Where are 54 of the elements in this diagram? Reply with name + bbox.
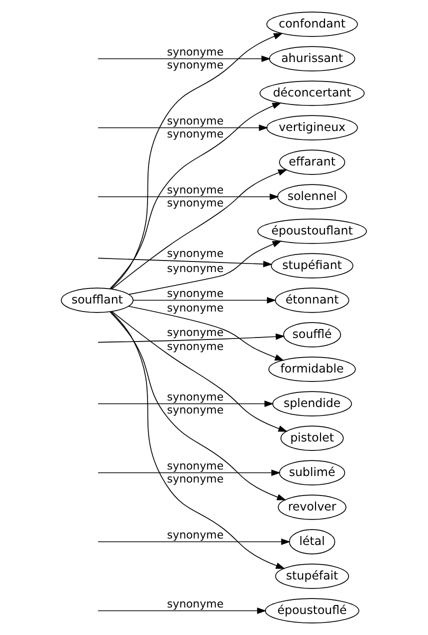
edge-label: synonyme [167,127,224,140]
arrow [110,32,283,290]
node-ellipse: effarant [279,150,346,175]
edge-label: synonyme [167,184,224,197]
arrow [98,608,266,614]
node-ellipse: soufflé [283,322,342,348]
edge-label: synonyme [167,472,224,486]
node-ellipse: solennel [277,184,347,210]
edge-label: synonyme [167,403,224,416]
arrow [98,400,274,407]
node-ellipse: époustouflé [264,598,360,624]
edge-label: synonyme [167,46,224,59]
edge-label: synonyme [167,390,224,404]
node-ellipse: formidable [268,356,356,382]
edge-label: synonyme [167,302,224,315]
node-ellipse: époustouflant [257,218,367,244]
arrow [110,311,286,569]
arrow [98,470,281,476]
arrow [98,124,268,131]
arrow [110,102,282,289]
arrow [98,258,272,268]
node-ellipse: ahurissant [269,46,356,72]
node-ellipse: étonnant [274,288,350,313]
node-ellipse: vertigineux [266,115,358,140]
arrow [128,240,282,295]
edge-label: synonyme [167,58,224,72]
arrow [98,194,279,200]
edge-label: synonyme [167,246,224,260]
node-ellipse: sublimé [279,460,346,486]
node-ellipse: stupéfiant [270,253,354,278]
node-ellipse: soufflant [60,288,134,313]
node-ellipse: pistolet [280,426,344,451]
edge-label: synonyme [167,114,224,128]
edge-label: synonyme [167,340,224,354]
arrow [98,538,290,545]
arrow [112,169,288,290]
node-ellipse: létal [288,529,336,554]
arrow [128,306,284,361]
node-ellipse: revolver [278,494,346,520]
edge-label: synonyme [167,196,224,210]
arrow [98,56,271,62]
edge-label: synonyme [167,326,224,339]
edge-label: synonyme [167,528,224,542]
arrow [110,312,286,500]
node-ellipse: déconcertant [260,80,365,106]
node-ellipse: confondant [266,12,358,37]
arrow [132,297,276,304]
edge-label: synonyme [167,598,224,611]
edge-label: synonyme [167,262,224,275]
node-ellipse: splendide [272,391,352,416]
edge-label: synonyme [167,460,224,473]
edge-label: synonyme [167,287,224,300]
arrow [112,311,288,432]
arrow [98,333,285,343]
